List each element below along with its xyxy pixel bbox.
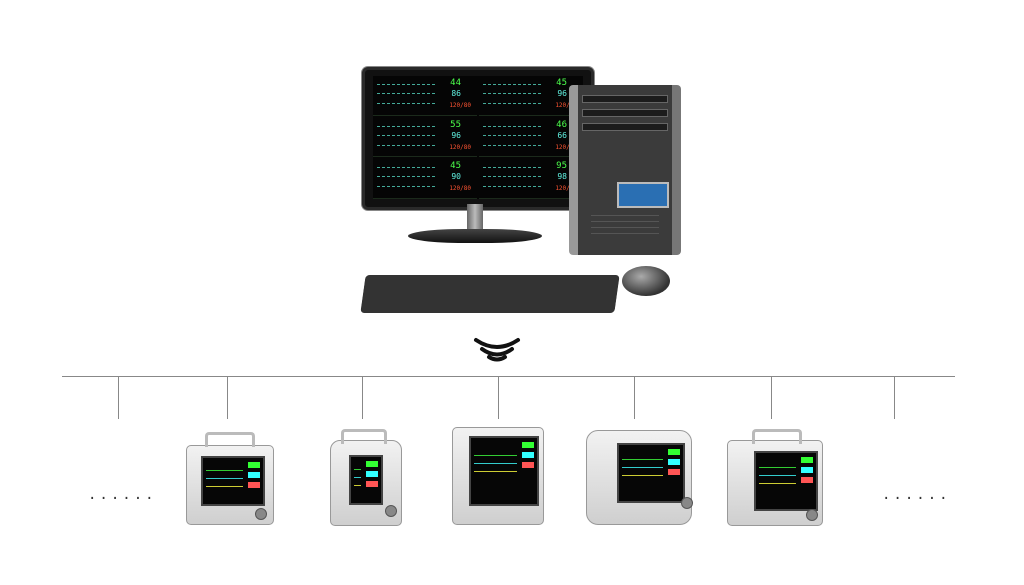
monitor-handle <box>341 429 387 444</box>
patient-panel: 55 96 120/80 <box>373 118 477 158</box>
monitor-screen <box>754 451 818 511</box>
spo2-value: 90 <box>451 172 461 182</box>
monitor-screen <box>349 455 383 505</box>
patient-panel: 45 90 120/80 <box>373 159 477 199</box>
spo2-value: 96 <box>557 89 567 98</box>
keyboard <box>360 275 620 313</box>
patient-panel: 45 96 120/80 <box>479 76 583 116</box>
nibp-value: 120/80 <box>449 102 471 109</box>
network-drop-line <box>227 377 228 419</box>
rotary-knob <box>385 505 397 517</box>
patient-panel: 46 66 120/80 <box>479 118 583 158</box>
patient-panel: 44 86 120/80 <box>373 76 477 116</box>
more-devices-ellipsis: ...... <box>88 487 157 503</box>
hr-value: 45 <box>556 78 567 88</box>
tower-vent <box>591 215 659 216</box>
monitor-screen <box>617 443 685 503</box>
rotary-knob <box>255 508 267 520</box>
hr-value: 44 <box>450 78 461 88</box>
drive-bay <box>582 109 668 117</box>
drive-bay <box>582 95 668 103</box>
spo2-value: 98 <box>557 172 567 182</box>
hr-value: 55 <box>450 119 461 130</box>
tower-display <box>617 182 669 208</box>
monitor-stand-neck <box>467 204 483 232</box>
network-drop-line <box>894 377 895 419</box>
rotary-knob <box>806 509 818 521</box>
spo2-value: 66 <box>557 130 567 140</box>
spo2-value: 86 <box>451 89 461 98</box>
network-bus-line <box>62 376 955 377</box>
hr-value: 46 <box>556 119 567 130</box>
network-drop-line <box>634 377 635 419</box>
patient-panel: 95 98 120/80 <box>479 159 583 199</box>
wireless-signal-icon <box>474 338 520 362</box>
more-devices-ellipsis: ...... <box>882 487 951 503</box>
central-monitor: 44 86 120/80 45 96 120/80 55 96 120/80 4… <box>362 67 594 210</box>
monitor-stand-base <box>408 229 542 243</box>
rotary-knob <box>681 497 693 509</box>
monitor-screen <box>201 456 265 506</box>
spo2-value: 96 <box>451 130 461 140</box>
nibp-value: 120/80 <box>555 102 577 109</box>
nibp-value: 120/80 <box>555 185 577 193</box>
monitor-handle <box>205 432 255 447</box>
nibp-value: 120/80 <box>449 143 471 151</box>
bedside-monitor <box>330 429 402 526</box>
nibp-value: 120/80 <box>449 185 471 193</box>
bedside-monitor <box>586 430 693 525</box>
network-drop-line <box>362 377 363 419</box>
bedside-monitor <box>186 432 274 525</box>
drive-bay <box>582 123 668 131</box>
central-monitor-screen: 44 86 120/80 45 96 120/80 55 96 120/80 4… <box>373 76 583 199</box>
monitor-screen <box>469 436 539 506</box>
pc-tower <box>569 85 681 255</box>
network-drop-line <box>771 377 772 419</box>
mouse <box>622 266 670 296</box>
network-drop-line <box>498 377 499 419</box>
monitor-handle <box>752 429 802 444</box>
bedside-monitor <box>727 429 823 526</box>
network-drop-line <box>118 377 119 419</box>
hr-value: 45 <box>450 161 461 172</box>
hr-value: 95 <box>556 161 567 172</box>
bedside-monitor <box>452 427 544 525</box>
nibp-value: 120/80 <box>555 143 577 151</box>
